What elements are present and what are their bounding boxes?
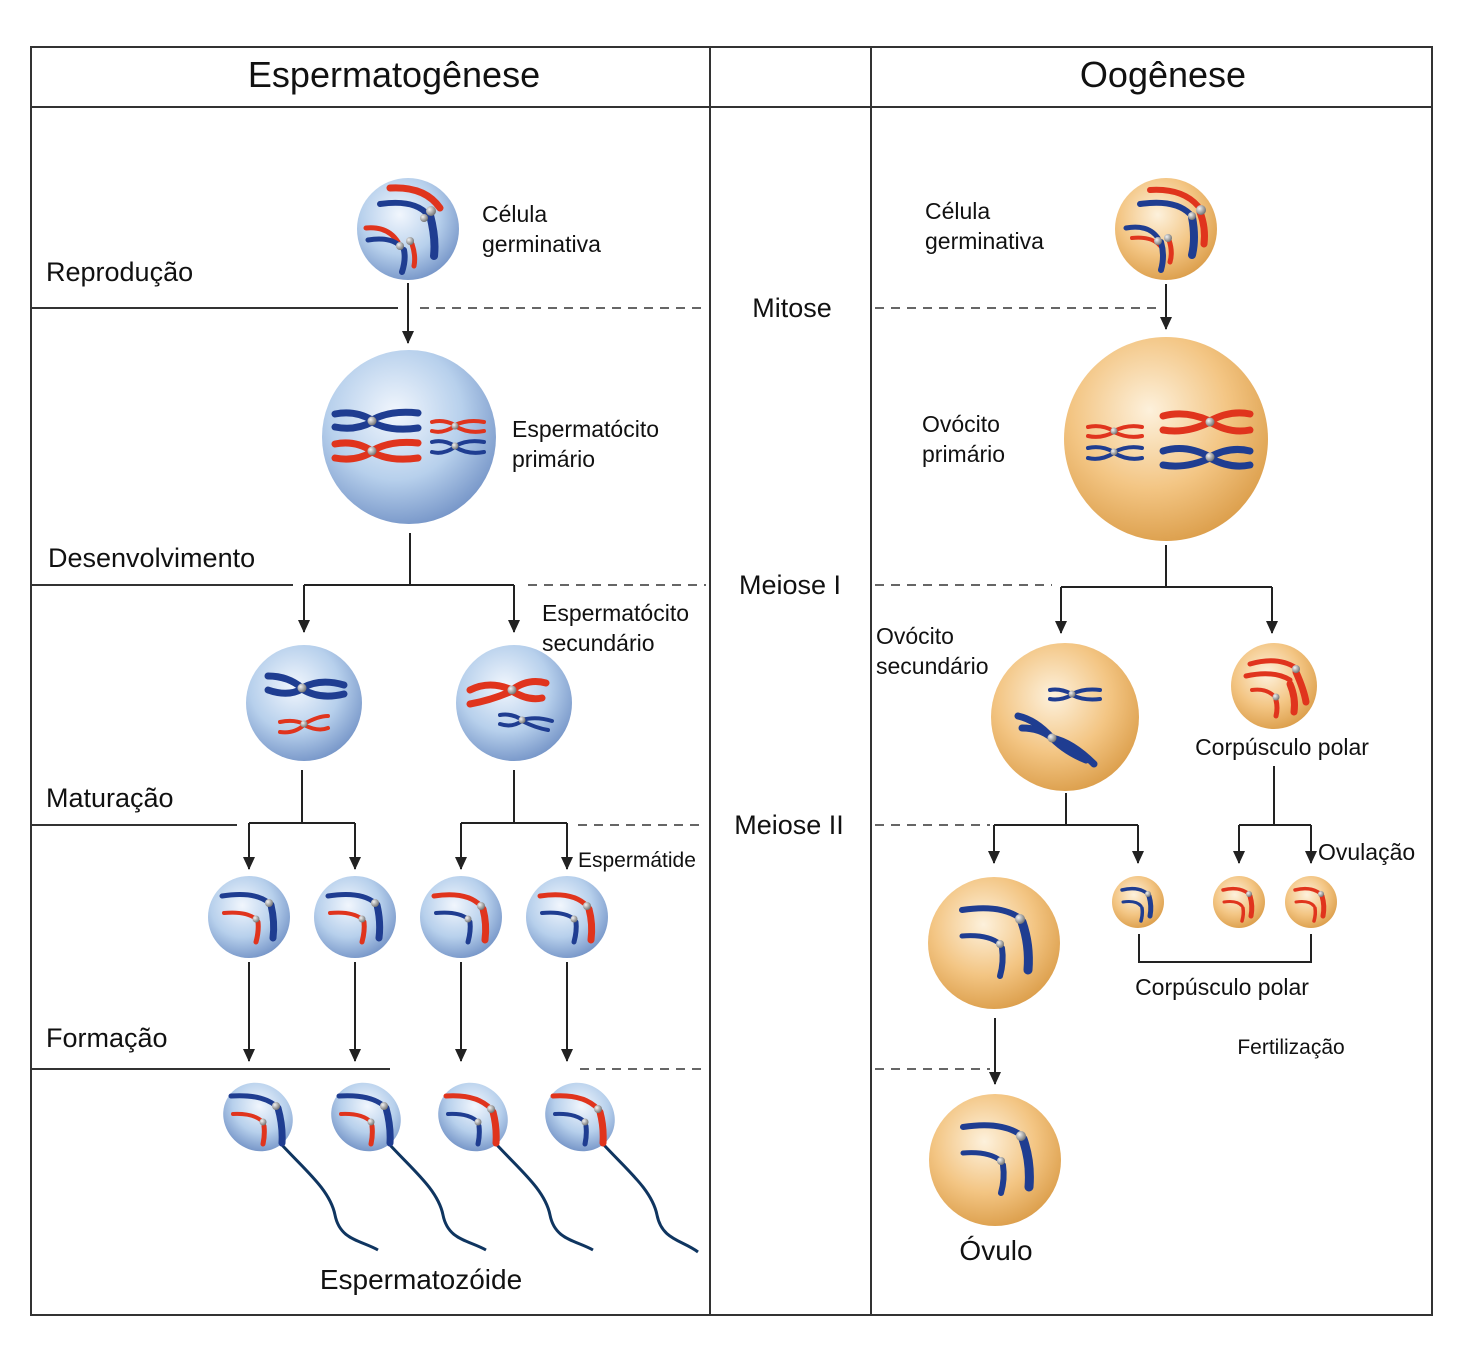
- flow-connectors: [243, 283, 1317, 1085]
- spermatid-2: [314, 876, 396, 958]
- process-mitosis: Mitose: [752, 293, 832, 323]
- polar-body-red-1: [1213, 876, 1265, 928]
- stage-development: Desenvolvimento: [48, 543, 255, 573]
- ovulation-label: Ovulação: [1318, 839, 1415, 865]
- primary-spermatocyte: [322, 350, 496, 524]
- secondary-spermatocyte-2: [456, 645, 572, 761]
- spermatid-4: [526, 876, 608, 958]
- spermatid-3: [420, 876, 502, 958]
- oo-germ-cell-label: Célula germinativa: [925, 198, 1044, 254]
- spermatozoon-3: [438, 1082, 594, 1252]
- stage-reproduction: Reprodução: [46, 257, 193, 287]
- ootid: [928, 877, 1060, 1009]
- spermatid-1: [208, 876, 290, 958]
- polar-body-red-2: [1285, 876, 1337, 928]
- process-meiosis-1: Meiose I: [739, 570, 841, 600]
- fertilization-label: Fertilização: [1237, 1036, 1344, 1059]
- second-polar-body-label: Corpúsculo polar: [1135, 974, 1309, 1000]
- primary-oocyte: [1064, 337, 1268, 541]
- primary-spermatocyte-label: Espermatócito primário: [512, 416, 665, 472]
- header-spermatogenesis: Espermatogênese: [248, 54, 540, 95]
- process-dashed-lines: [420, 307, 1158, 1070]
- secondary-oocyte-label: Ovócito secundário: [876, 623, 989, 679]
- primary-oocyte-label: Ovócito primário: [922, 411, 1006, 467]
- secondary-oocyte: [991, 643, 1139, 791]
- stage-formation: Formação: [46, 1023, 168, 1053]
- first-polar-body: [1231, 643, 1317, 729]
- sperm-germ-cell-label: Célula germinativa: [482, 201, 601, 257]
- spermatozoon-label: Espermatozóide: [320, 1264, 522, 1295]
- polar-body-blue: [1112, 876, 1164, 928]
- process-meiosis-2: Meiose II: [734, 810, 844, 840]
- spermatozoon-4: [545, 1082, 699, 1254]
- spermatozoon-1: [223, 1082, 379, 1252]
- first-polar-body-label: Corpúsculo polar: [1195, 734, 1369, 760]
- stage-maturation: Maturação: [46, 783, 174, 813]
- ovum-label: Óvulo: [959, 1235, 1032, 1266]
- spermatid-label: Espermátide: [578, 849, 696, 872]
- stage-separators: [31, 307, 398, 1070]
- sperm-germ-cell: [357, 178, 459, 280]
- ovum: [929, 1094, 1061, 1226]
- oo-germ-cell: [1115, 178, 1217, 280]
- table-frame: [30, 46, 1433, 1316]
- secondary-spermatocyte-1: [246, 645, 362, 761]
- header-oogenesis: Oogênese: [1080, 54, 1246, 95]
- secondary-spermatocyte-label: Espermatócito secundário: [542, 600, 695, 656]
- spermatozoon-2: [331, 1082, 487, 1252]
